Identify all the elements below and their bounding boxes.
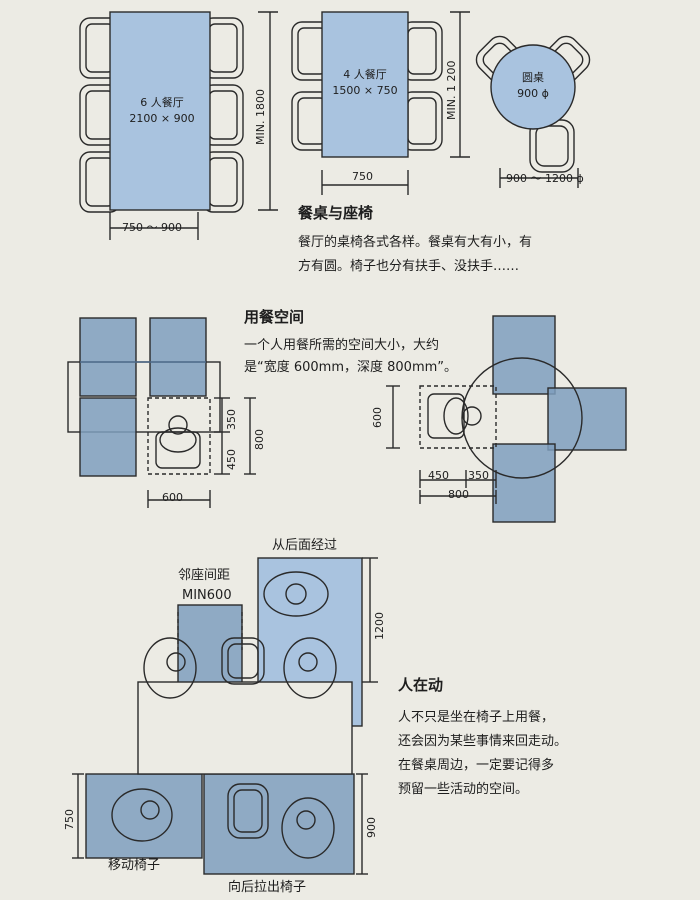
dimension-line [386, 385, 497, 504]
round-space-dim-600: 600 [371, 407, 384, 428]
motion-desc-line3: 在餐桌周边，一定要记得多 [398, 758, 555, 773]
section-title-space: 用餐空间 [244, 308, 305, 326]
seated-person [427, 393, 482, 439]
seated-person [143, 637, 197, 699]
round-space-dim-800: 800 [448, 488, 469, 501]
dimension-line [147, 397, 256, 508]
space-dim-350: 350 [225, 409, 238, 430]
label-pass-behind: 从后面经过 [272, 538, 338, 553]
round-space-dim-350: 350 [468, 469, 489, 482]
tables-desc-line1: 餐厅的桌椅各式各样。餐桌有大有小，有 [298, 235, 533, 250]
label-pull-chair: 向后拉出椅子 [228, 880, 307, 895]
four-table-length-dim: MIN. 1 200 [445, 60, 458, 120]
chair [221, 637, 265, 685]
six-table-size: 2100 × 900 [129, 112, 195, 125]
motion-dim-1200: 1200 [373, 612, 386, 640]
space-desc-line1: 一个人用餐所需的空间大小，大约 [244, 338, 440, 353]
motion-desc-line2: 还会因为某些事情来回走动。 [398, 734, 568, 749]
section-title-tables: 餐桌与座椅 [298, 204, 374, 222]
four-table-name: 4 人餐厅 [343, 68, 387, 81]
label-neighbor-gap-min: MIN600 [182, 588, 232, 603]
round-table-name: 圆桌 [522, 71, 544, 84]
seated-person [111, 788, 173, 842]
dimension-line [72, 557, 378, 875]
six-table-name: 6 人餐厅 [140, 96, 184, 109]
seated-person [283, 637, 337, 699]
label-move-chair: 移动椅子 [108, 858, 161, 873]
section-title-motion: 人在动 [398, 676, 444, 694]
label-neighbor-gap: 邻座间距 [178, 568, 231, 583]
space-dim-800: 800 [253, 429, 266, 450]
round-table-plan [475, 35, 591, 188]
motion-desc-line1: 人不只是坐在椅子上用餐， [398, 710, 555, 725]
round-table-size: 900 ϕ [517, 87, 549, 100]
motion-plan [72, 557, 378, 875]
table-top [490, 44, 576, 130]
motion-dim-900: 900 [365, 817, 378, 838]
four-table-width-dim: 750 [352, 170, 373, 183]
table-top [321, 11, 409, 158]
seated-person [155, 415, 201, 469]
six-person-table-plan [79, 11, 278, 240]
chair [227, 783, 269, 839]
motion-dim-750: 750 [63, 809, 76, 830]
four-person-table-plan [291, 11, 470, 195]
space-desc-line2: 是“宽度 600mm，深度 800mm”。 [244, 360, 458, 375]
motion-desc-line4: 预留一些活动的空间。 [398, 782, 529, 797]
round-space-dim-450: 450 [428, 469, 449, 482]
six-table-width-dim: 750 ～ 900 [122, 221, 182, 234]
rect-table-space-plan [67, 317, 256, 508]
tables-desc-line2: 方有圆。椅子也分有扶手、没扶手…… [298, 259, 520, 274]
dimension-line [321, 11, 470, 195]
table-top [109, 11, 211, 211]
space-dim-450: 450 [225, 449, 238, 470]
space-dim-600: 600 [162, 491, 183, 504]
standing-person [263, 571, 329, 617]
round-table-dim: 900 ～ 1200 ϕ [506, 172, 584, 185]
dimension-line [109, 11, 278, 240]
dimension-line [499, 168, 579, 188]
round-table-space-plan [386, 315, 627, 523]
four-table-size: 1500 × 750 [332, 84, 398, 97]
seated-person [281, 797, 335, 859]
six-table-length-dim: MIN. 1800 [254, 89, 267, 145]
